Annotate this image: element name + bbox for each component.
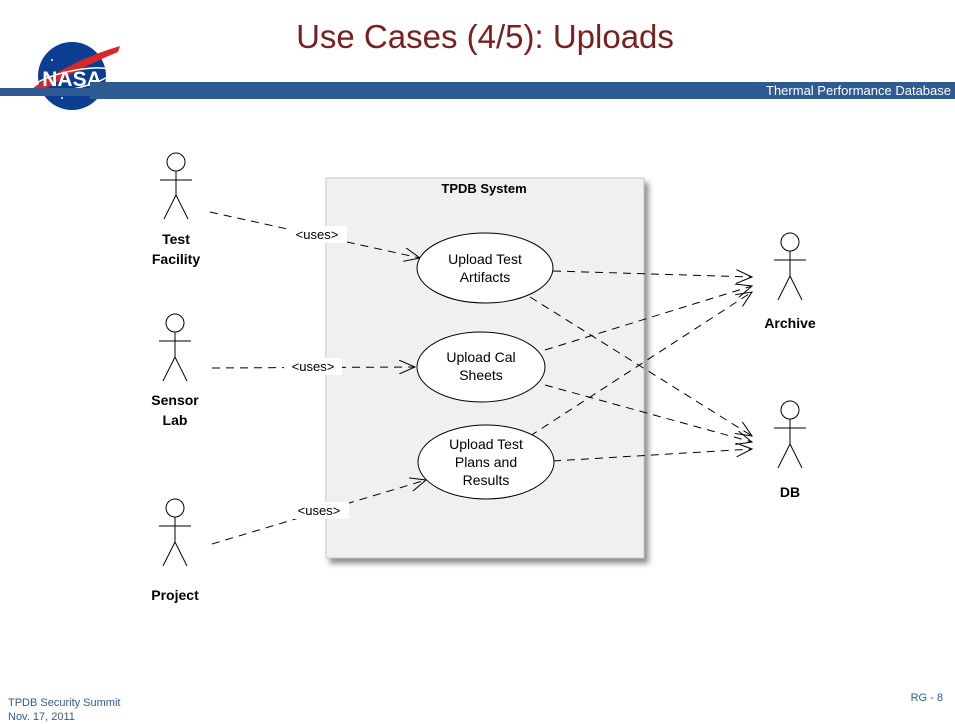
footer-date: Nov. 17, 2011 <box>8 711 75 723</box>
actor-project-icon <box>159 498 191 567</box>
uses-label-project: <uses> <box>298 503 341 518</box>
assoc-project <box>211 480 426 545</box>
use-case-label: Artifacts <box>460 269 511 285</box>
use-case-label: Results <box>463 472 510 488</box>
link-plans-db <box>552 449 752 462</box>
link-plans-archive <box>529 292 752 437</box>
actor-label-project: Project <box>151 587 199 603</box>
system-label: TPDB System <box>441 181 526 196</box>
slide-title: Use Cases (4/5): Uploads <box>296 18 674 55</box>
actor-label-archive: Archive <box>764 315 816 331</box>
actor-sensor-lab-icon <box>159 313 191 382</box>
banner-text: Thermal Performance Database <box>766 83 951 98</box>
banner: Thermal Performance Database <box>90 82 955 99</box>
actor-label-db: DB <box>780 484 800 500</box>
actor-label-test-facility: Test <box>162 231 190 247</box>
use-case-label: Sheets <box>459 367 503 383</box>
use-case-label: Upload Cal <box>446 349 515 365</box>
footer-event: TPDB Security Summit <box>8 697 121 709</box>
page-number: RG - 8 <box>910 692 943 704</box>
use-case-label: Upload Test <box>448 251 522 267</box>
actor-db-icon <box>774 400 806 469</box>
banner-strip <box>0 88 90 96</box>
actor-label-sensor-lab: Sensor <box>151 392 199 408</box>
use-case-label: Plans and <box>455 454 517 470</box>
actor-label-test-facility: Facility <box>152 251 200 267</box>
link-cal-db <box>544 384 752 442</box>
uses-label-test-facility: <uses> <box>296 227 339 242</box>
use-case-upload-cal-sheets <box>416 331 546 403</box>
svg-text:NASA: NASA <box>42 68 102 91</box>
assoc-test-facility <box>209 211 420 258</box>
actor-label-sensor-lab: Lab <box>163 412 188 428</box>
actor-test-facility-icon <box>160 152 192 220</box>
link-artifacts-archive <box>552 271 752 277</box>
use-case-label: Upload Test <box>449 436 523 452</box>
uses-label-sensor-lab: <uses> <box>292 359 335 374</box>
footer-left: TPDB Security Summit Nov. 17, 2011 <box>8 696 120 724</box>
use-case-upload-test-artifacts <box>416 232 554 304</box>
link-artifacts-db <box>529 296 752 436</box>
actor-archive-icon <box>774 232 806 301</box>
use-case-upload-test-plans <box>417 424 555 500</box>
